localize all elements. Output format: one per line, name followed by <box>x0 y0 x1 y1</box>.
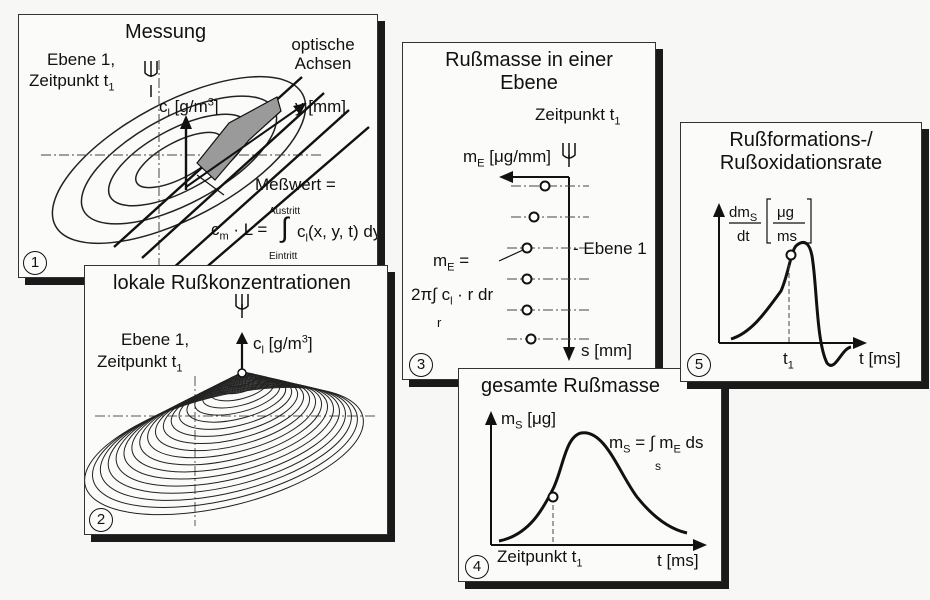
contour-line <box>147 380 317 459</box>
contour-line <box>123 382 334 480</box>
panel1-y-label: y [mm] <box>295 97 346 116</box>
panel2-number: 2 <box>89 508 113 532</box>
panel1-integral-lower: Eintritt <box>269 251 298 262</box>
contour-line <box>154 379 311 452</box>
panel4-ms-label: mS [μg] <box>501 409 556 432</box>
panel4-equation: mS = ∫ mE ds <box>609 433 704 456</box>
panel1-integral-sign: ∫ <box>281 212 289 243</box>
measurement-sketch <box>41 60 370 277</box>
panel4-eq-lower: s <box>655 459 661 473</box>
contour-line <box>91 386 358 508</box>
panel1-plane: Ebene 1, <box>47 50 116 69</box>
panel5-unit-num: μg <box>777 204 794 221</box>
panel1-formula: cm · L = <box>211 220 268 243</box>
panel1-time: Zeitpunkt t1 <box>29 71 115 94</box>
panel4-title: gesamte Rußmasse <box>481 375 660 397</box>
panel-local-concentrations: lokale Rußkonzentrationen Ebene 1, Zeitp… <box>84 265 388 535</box>
panel1-integral-upper: Austritt <box>269 206 301 217</box>
panel5-dm-den: dt <box>737 228 750 245</box>
panel5-dm-num: dmS <box>729 204 758 224</box>
panel-measurement: Messung Ebene 1, Zeitpunkt t1 optische A… <box>18 14 378 278</box>
panel-formation-oxidation-rate: Rußformations-/ Rußoxidationsrate dmS dt… <box>680 122 922 382</box>
panel3-title: Rußmasse in einer Ebene <box>445 49 613 94</box>
contour-line <box>107 384 346 494</box>
panel1-measure-label: Meßwert = <box>255 175 336 194</box>
panel4-time: Zeitpunkt t1 <box>497 547 583 570</box>
panel5-title: Rußformations-/ Rußoxidationsrate <box>719 129 883 174</box>
panel5-number: 5 <box>687 353 711 377</box>
panel1-number: 1 <box>23 251 47 275</box>
panel-mass-in-plane: Rußmasse in einer Ebene Zeitpunkt t1 mE … <box>402 42 656 380</box>
panel1-axes-label: optische Achsen <box>291 35 355 73</box>
panel4-t-label: t [ms] <box>657 551 699 570</box>
panel1-ci-label: cl [g/m3] <box>159 96 219 120</box>
contour-line <box>99 385 352 501</box>
panel1-title: Messung <box>125 21 207 43</box>
panel3-eq-left: mE = <box>433 251 470 274</box>
concentration-contours <box>85 294 377 526</box>
contour-line <box>170 378 299 437</box>
rate-chart <box>713 198 867 367</box>
contour-line <box>139 381 323 466</box>
panel5-t-label: t [ms] <box>859 349 901 368</box>
panel5-t1: t1 <box>783 349 794 372</box>
panel2-title: lokale Rußkonzentrationen <box>113 272 351 294</box>
panel5-unit-den: ms <box>777 228 797 245</box>
contour-line <box>178 377 293 430</box>
panel3-number: 3 <box>409 353 433 377</box>
contour-line <box>85 386 364 516</box>
panel3-eq-lower: r <box>437 315 442 330</box>
panel3-eq-right: 2π∫ cl · r dr <box>411 285 494 308</box>
contour-line <box>115 383 340 487</box>
panel-total-mass: gesamte Rußmasse mS [μg] mS = ∫ mE ds s … <box>458 368 722 582</box>
plane-mass-sketch <box>498 143 589 361</box>
panel2-plane: Ebene 1, <box>121 330 190 349</box>
panel3-time: Zeitpunkt t1 <box>535 105 621 128</box>
contour-line <box>131 382 329 473</box>
total-mass-chart <box>485 411 707 551</box>
panel2-ci-label: cl [g/m3] <box>253 333 313 357</box>
contour-line <box>162 379 305 444</box>
panel2-time: Zeitpunkt t1 <box>97 352 183 375</box>
panel4-number: 4 <box>465 555 489 579</box>
panel1-integrand: cl(x, y, t) dy <box>297 222 378 245</box>
panel3-s-label: s [mm] <box>581 341 632 360</box>
panel3-plane: - Ebene 1 <box>573 239 647 258</box>
panel3-me-label: mE [μg/mm] <box>463 147 551 170</box>
